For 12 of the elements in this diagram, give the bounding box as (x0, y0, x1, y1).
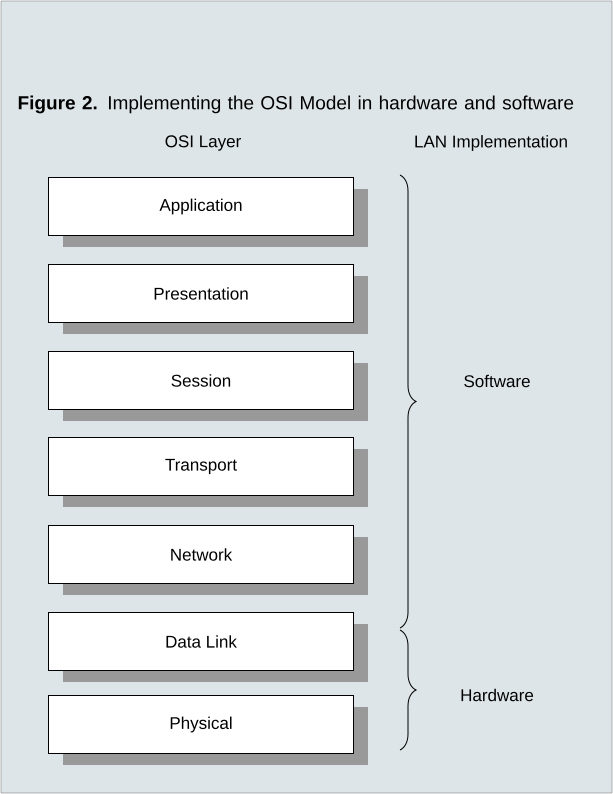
column-heading: OSI Layer (166, 135, 241, 151)
group-label: Hardware (462, 688, 534, 702)
layer-box: Transport (48, 437, 368, 507)
column-heading: LAN Implementation (415, 135, 567, 151)
layer-box: Network (48, 525, 368, 595)
layer-box: Physical (48, 695, 368, 765)
figure-title: Figure 2. Implementing the OSI Model in hardware and software (18, 96, 574, 114)
layer-box: Data Link (48, 612, 368, 682)
layer-box: Session (48, 351, 368, 421)
group-label: Software (464, 374, 530, 388)
layer-box: Application (48, 177, 368, 247)
layer-box: Presentation (48, 264, 368, 334)
